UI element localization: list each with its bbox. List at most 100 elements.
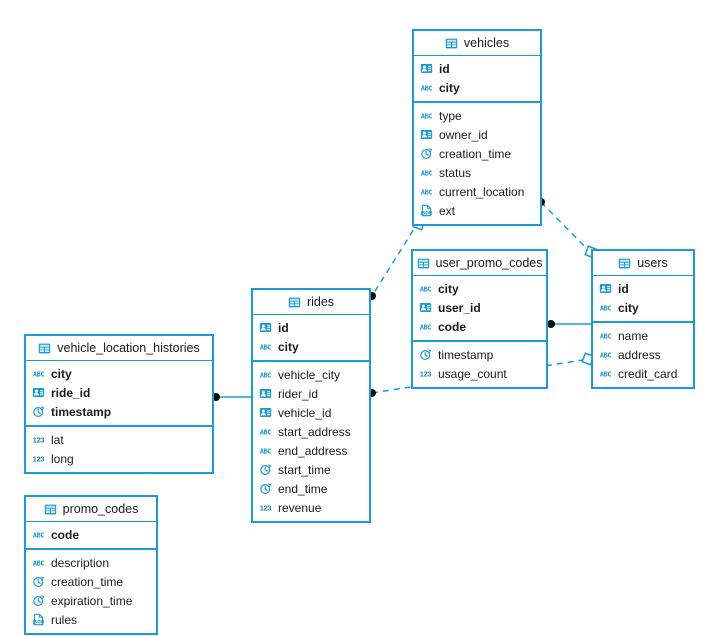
svg-text:123: 123: [33, 435, 45, 444]
svg-text:ABC: ABC: [420, 323, 432, 331]
column-row[interactable]: timestamp: [413, 345, 546, 364]
column-name: usage_count: [438, 366, 507, 381]
svg-text:ABC: ABC: [33, 370, 45, 378]
svg-text:ABC: ABC: [600, 332, 612, 340]
column-row[interactable]: id: [414, 59, 540, 78]
column-row[interactable]: user_id: [413, 298, 546, 317]
relationship-user_promo_codes-users: [547, 320, 591, 328]
column-row[interactable]: timestamp: [26, 402, 212, 421]
column-name: revenue: [278, 500, 322, 515]
column-name: end_address: [278, 443, 348, 458]
column-name: id: [618, 281, 629, 296]
svg-text:ABC: ABC: [260, 428, 272, 436]
abc-icon: ABC: [419, 320, 432, 333]
table-header-vehicle_location_histories[interactable]: vehicle_location_histories: [26, 336, 212, 361]
column-name: vehicle_city: [278, 367, 341, 382]
svg-text:JSON: JSON: [420, 211, 433, 216]
column-row[interactable]: end_time: [253, 479, 369, 498]
table-icon: [417, 257, 430, 270]
column-name: city: [439, 80, 460, 95]
column-row[interactable]: id: [593, 279, 693, 298]
column-row[interactable]: ABC end_address: [253, 441, 369, 460]
relationship-endpoint-dot: [547, 320, 555, 328]
abc-icon: ABC: [599, 329, 612, 342]
abc-icon: ABC: [259, 368, 272, 381]
column-row[interactable]: ABC city: [414, 78, 540, 97]
column-row[interactable]: ABC vehicle_city: [253, 365, 369, 384]
table-header-user_promo_codes[interactable]: user_promo_codes: [413, 251, 546, 276]
json-icon: JSON: [420, 204, 433, 217]
id-card-icon: [420, 128, 433, 141]
column-row[interactable]: creation_time: [26, 572, 156, 591]
table-header-vehicles[interactable]: vehicles: [414, 31, 540, 56]
table-name: rides: [306, 295, 335, 309]
column-row[interactable]: 123 long: [26, 449, 212, 468]
column-name: timestamp: [51, 404, 112, 419]
column-row[interactable]: ABC credit_card: [593, 364, 693, 383]
column-name: rider_id: [278, 386, 319, 401]
column-row[interactable]: 123 lat: [26, 430, 212, 449]
column-name: credit_card: [618, 366, 678, 381]
column-name: expiration_time: [51, 593, 133, 608]
column-row[interactable]: 123 revenue: [253, 498, 369, 517]
column-row[interactable]: ABC name: [593, 326, 693, 345]
column-row[interactable]: 123 usage_count: [413, 364, 546, 383]
table-header-promo_codes[interactable]: promo_codes: [26, 497, 156, 522]
123-icon: 123: [32, 433, 45, 446]
clock-icon: [419, 348, 432, 361]
column-row[interactable]: rider_id: [253, 384, 369, 403]
column-row[interactable]: start_time: [253, 460, 369, 479]
abc-icon: ABC: [420, 109, 433, 122]
svg-text:ABC: ABC: [600, 304, 612, 312]
abc-icon: ABC: [420, 81, 433, 94]
clock-icon: [32, 594, 45, 607]
column-row[interactable]: ride_id: [26, 383, 212, 402]
column-name: ride_id: [51, 385, 91, 400]
abc-icon: ABC: [599, 367, 612, 380]
svg-text:ABC: ABC: [260, 447, 272, 455]
column-name: name: [618, 328, 649, 343]
table-header-rides[interactable]: rides: [253, 290, 369, 315]
123-icon: 123: [259, 501, 272, 514]
column-name: long: [51, 451, 74, 466]
id-card-icon: [599, 282, 612, 295]
column-row[interactable]: id: [253, 318, 369, 337]
123-icon: 123: [32, 452, 45, 465]
table-name: user_promo_codes: [435, 256, 543, 270]
table-icon: [288, 296, 301, 309]
table-icon: [38, 342, 51, 355]
column-name: code: [51, 527, 80, 542]
table-name: users: [637, 256, 668, 270]
column-name: start_address: [278, 424, 351, 439]
column-row[interactable]: expiration_time: [26, 591, 156, 610]
column-row[interactable]: vehicle_id: [253, 403, 369, 422]
column-row[interactable]: owner_id: [414, 125, 540, 144]
column-row[interactable]: creation_time: [414, 144, 540, 163]
svg-text:123: 123: [420, 369, 432, 378]
table-name: promo_codes: [62, 502, 139, 516]
table-header-users[interactable]: users: [593, 251, 693, 276]
column-name: lat: [51, 432, 64, 447]
column-row[interactable]: ABC start_address: [253, 422, 369, 441]
